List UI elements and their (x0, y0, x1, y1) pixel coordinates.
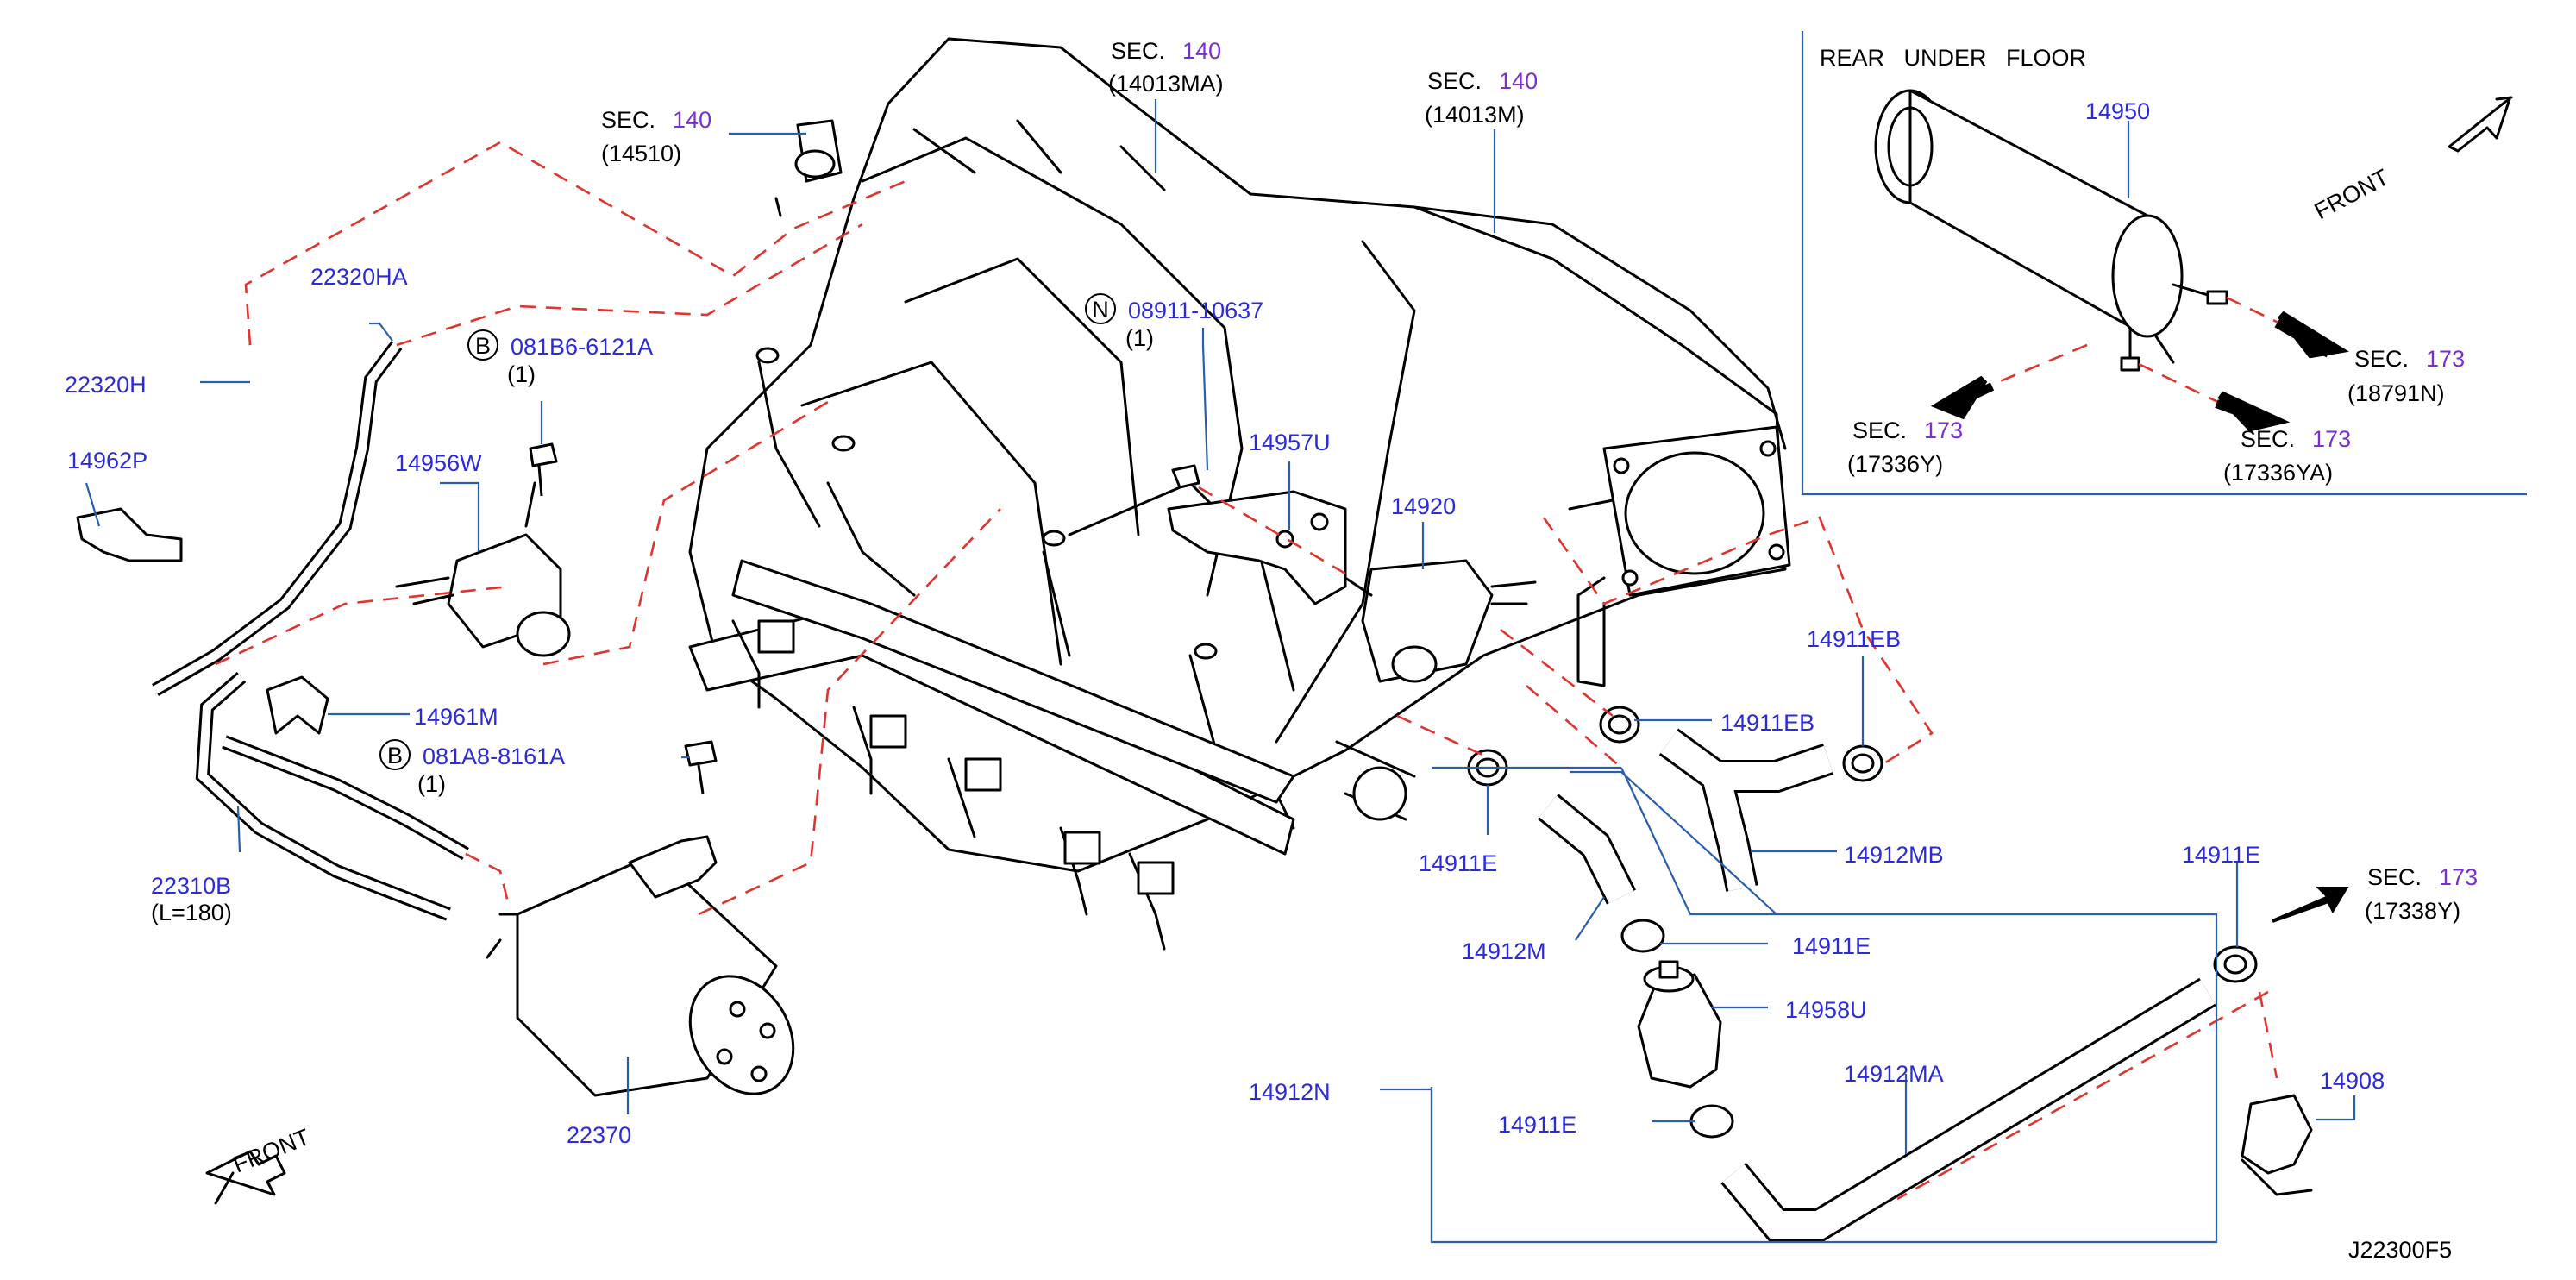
svg-text:N: N (1092, 297, 1109, 323)
label-08911: 08911-10637 (1128, 298, 1263, 323)
label-14912N: 14912N (1249, 1079, 1331, 1105)
label-14911E-b: 14911E (1792, 933, 1871, 959)
label-14958U: 14958U (1785, 997, 1867, 1023)
label-14911EB-a: 14911EB (1720, 710, 1814, 736)
nut-08911-icon (1171, 464, 1200, 489)
sec-14510-ref: (14510) (601, 141, 681, 166)
clamp-14911E-b-icon (1620, 919, 1665, 953)
clip-14908 (2241, 1094, 2313, 1196)
arrow-18791N-icon (2274, 311, 2349, 359)
inset-front-arrow-icon: FRONT (2310, 96, 2513, 224)
label-14957U: 14957U (1249, 430, 1331, 455)
hose-22320H (77, 343, 268, 747)
inset-panel: REAR UNDER FLOOR FRONT 14950 SEC.173 (18… (1801, 31, 2527, 496)
label-14912M: 14912M (1462, 938, 1546, 964)
callout-08911: N 08911-10637 (1) (1085, 293, 1263, 351)
label-22320H: 22320H (65, 372, 147, 398)
sec-17338Y-ref: (17338Y) (2365, 898, 2460, 924)
bracket-14957U (1167, 490, 1347, 605)
arrow-17336Y-icon (1930, 375, 1995, 420)
filter-14958U (1637, 960, 1722, 1089)
fuel-rail-injectors (688, 559, 1416, 951)
callout-081A8: B 081A8-8161A (1) (379, 739, 565, 797)
dashed-connections (215, 141, 2278, 1201)
labels: SEC.140 (14510) SEC.140 (14013MA) SEC.14… (65, 38, 2478, 1263)
svg-text:B: B (387, 743, 403, 769)
sec-14013M-ref: (14013M) (1425, 102, 1525, 128)
arrow-17338Y-icon (2272, 887, 2349, 923)
inset-dashes (1983, 296, 2286, 407)
inset-front-label: FRONT (2310, 164, 2393, 224)
label-14956W: 14956W (395, 450, 482, 476)
drawing-id: J22300F5 (2348, 1237, 2452, 1263)
callout-081B6: B 081B6-6121A (1) (467, 329, 653, 387)
resonator-22370 (486, 835, 795, 1097)
qty-081A8: (1) (417, 771, 446, 797)
sec-18791N: SEC.173 (2354, 346, 2465, 372)
sec-17336Y-ref: (17336Y) (1847, 451, 1943, 477)
clamp-14911EB-b-icon (1842, 744, 1883, 782)
label-081A8: 081A8-8161A (423, 744, 565, 769)
valve-14920 (1344, 559, 1537, 683)
arrow-17336YA-icon (2215, 391, 2291, 432)
hose-14912MB (1658, 728, 1834, 892)
label-14950: 14950 (2085, 98, 2150, 124)
label-14962P: 14962P (67, 448, 147, 474)
label-14908: 14908 (2320, 1068, 2385, 1094)
hose-22320HA (152, 341, 403, 696)
label-14911E-a: 14911E (1419, 850, 1497, 876)
label-14911EB-b: 14911EB (1807, 626, 1901, 652)
sec-14013M: SEC.140 (1427, 68, 1538, 94)
label-14920: 14920 (1391, 493, 1456, 519)
label-22320HA: 22320HA (310, 264, 408, 290)
qty-081B6: (1) (507, 361, 536, 387)
front-label-main: FRONT (229, 1124, 313, 1178)
intake-manifold (688, 37, 1791, 873)
hose-14912M (1537, 794, 1636, 905)
clip-14961M (266, 675, 329, 735)
clamp-14911EB-a-icon (1599, 706, 1640, 744)
solenoid-14956W (395, 481, 571, 657)
inset-frame (1801, 31, 2527, 496)
bolt-081A8-icon (684, 740, 718, 794)
label-14912MA: 14912MA (1844, 1061, 1944, 1087)
svg-text:B: B (475, 333, 491, 359)
bolt-081B6-icon (529, 442, 558, 497)
label-14961M: 14961M (414, 704, 498, 730)
label-22310B-length: (L=180) (151, 900, 232, 925)
hose-22310B (195, 671, 469, 921)
sec-17336YA-ref: (17336YA) (2223, 460, 2333, 486)
sec-17336YA: SEC.173 (2241, 426, 2351, 452)
sec-17336Y: SEC.173 (1852, 417, 1963, 443)
qty-08911: (1) (1125, 325, 1154, 351)
label-22370: 22370 (567, 1122, 631, 1148)
leader-lines (85, 99, 2356, 1244)
sec-14013MA-ref: (14013MA) (1108, 71, 1224, 97)
sec-18791N-ref: (18791N) (2347, 380, 2445, 406)
sec-17338Y: SEC.173 (2367, 864, 2478, 890)
canister-14950 (1874, 89, 2228, 372)
label-14911E-c: 14911E (1498, 1112, 1576, 1138)
label-22310B: 22310B (151, 873, 231, 899)
clamp-14911E-c-icon (1689, 1104, 1734, 1139)
sec-14510: SEC.140 (601, 107, 711, 133)
label-14912MB: 14912MB (1844, 842, 1944, 868)
sec-14013MA: SEC.140 (1111, 38, 1221, 64)
front-arrow-main-icon: FRONT (205, 1124, 313, 1205)
label-081B6: 081B6-6121A (511, 334, 653, 360)
clamp-14911E-d-icon (2213, 945, 2258, 983)
hose-14912MA (1720, 977, 2216, 1241)
clip-14962P (76, 507, 183, 562)
inset-title: REAR UNDER FLOOR (1820, 45, 2086, 71)
label-14911E-d: 14911E (2182, 842, 2260, 868)
